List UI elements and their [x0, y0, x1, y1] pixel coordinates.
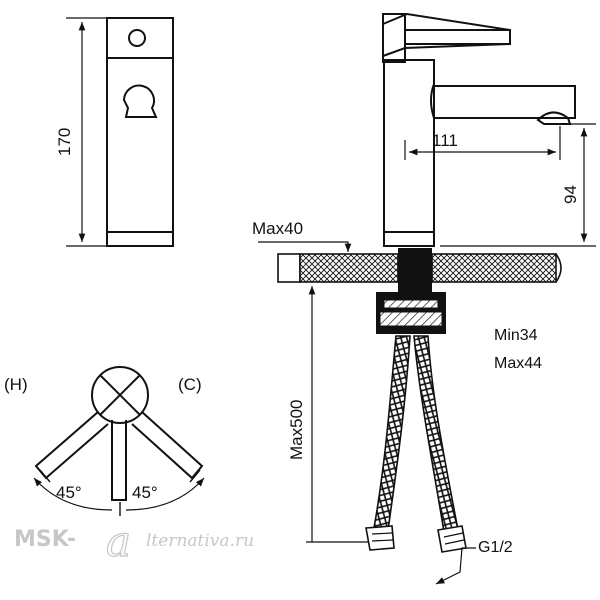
- label-spout-reach: 111: [432, 131, 458, 150]
- front-view-body: [106, 17, 174, 247]
- side-view-body: [383, 59, 435, 247]
- front-view: [106, 17, 174, 247]
- label-angle-right: 45°: [132, 483, 158, 502]
- dimension-spout-height: [440, 123, 596, 247]
- lever-hot-position: [34, 411, 109, 480]
- label-spout-height: 94: [561, 185, 580, 204]
- front-view-lever-hole: [128, 29, 146, 47]
- label-cold: (C): [178, 375, 202, 394]
- label-total-height: 170: [55, 128, 74, 156]
- watermark-letter: a: [106, 517, 131, 566]
- mounting-nut: [376, 292, 446, 334]
- watermark-prefix: MSK-: [14, 527, 76, 552]
- side-view-aerator: [536, 111, 572, 125]
- label-hot: (H): [4, 375, 28, 394]
- label-angle-left: 45°: [56, 483, 82, 502]
- side-view-cartridge: [382, 13, 406, 63]
- label-max-counter-thickness: Max40: [252, 219, 303, 238]
- label-max-hose-length: Max500: [287, 400, 306, 460]
- dimension-total-height: [66, 17, 107, 247]
- side-view: [382, 12, 576, 247]
- supply-hoses: [365, 335, 467, 553]
- dimension-max-hose-length: [306, 286, 372, 543]
- side-view-spout: [434, 85, 576, 119]
- handle-hub: [91, 366, 149, 424]
- hose-left: [373, 335, 411, 531]
- mounting-shank: [398, 248, 432, 292]
- countertop: [277, 253, 562, 283]
- side-view-lever: [382, 12, 511, 57]
- lever-cold-position: [131, 411, 204, 480]
- lever-center-position: [111, 420, 127, 501]
- label-connection-thread: G1/2: [478, 539, 513, 556]
- watermark-suffix: lternativa.ru: [146, 531, 254, 551]
- handle-rotation-diagram: [33, 366, 205, 516]
- dimension-spout-reach: [404, 126, 561, 160]
- label-hole-max: Max44: [494, 355, 542, 372]
- hose-right: [413, 335, 459, 533]
- watermark-logo: MSK- a lternativa.ru: [14, 516, 254, 566]
- label-hole-min: Min34: [494, 327, 538, 344]
- front-view-aerator: [122, 84, 158, 118]
